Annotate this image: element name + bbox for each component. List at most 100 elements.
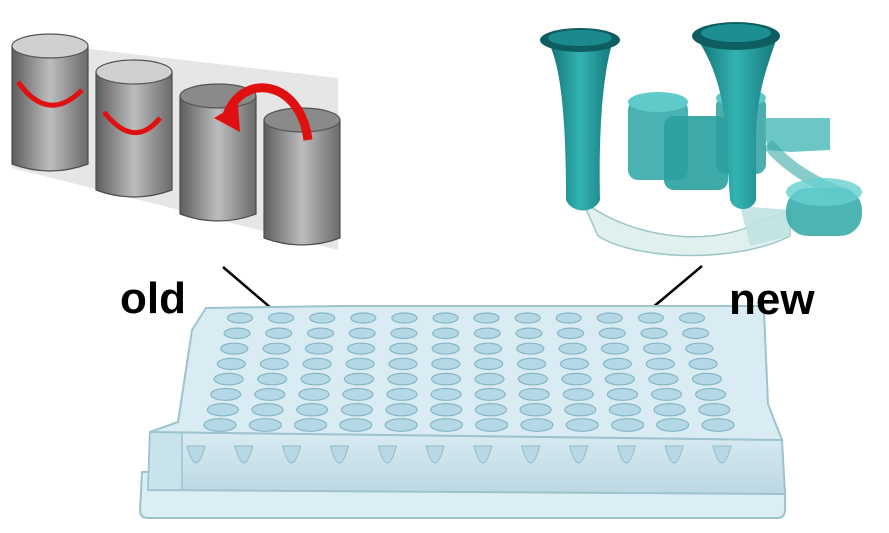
- red-curve-1: [15, 80, 84, 108]
- plate-well: [653, 403, 686, 417]
- plate-well: [226, 312, 254, 324]
- well-bottom: [329, 445, 350, 464]
- plate-well: [431, 357, 461, 371]
- red-return-arrow: [221, 83, 313, 141]
- plate-well: [474, 372, 505, 386]
- plate-well: [608, 403, 642, 417]
- plate-well: [430, 372, 462, 386]
- well-bottom: [425, 445, 445, 464]
- plate-well: [600, 342, 630, 355]
- well-bottom: [377, 445, 397, 464]
- plate-well: [517, 372, 549, 386]
- plate-well: [251, 403, 284, 417]
- plate-well: [223, 327, 251, 340]
- well-bottom: [281, 445, 302, 464]
- plate-well: [350, 312, 377, 324]
- well-bottom: [186, 445, 206, 464]
- plate-well: [254, 387, 286, 401]
- plate-well: [339, 418, 373, 432]
- plate-well: [598, 327, 626, 340]
- plate-well: [694, 387, 727, 401]
- old-well-strip-image: [11, 33, 341, 250]
- plate-well: [340, 403, 373, 417]
- plate-well: [257, 372, 288, 386]
- plate-well: [473, 327, 501, 340]
- plate-well: [640, 327, 668, 340]
- new-well-structure-image: [540, 22, 862, 257]
- well-bottom: [712, 445, 732, 464]
- plate-well: [645, 357, 675, 371]
- plate-well: [688, 357, 718, 371]
- plate-top-surface: [149, 305, 784, 442]
- old-well: [263, 119, 341, 246]
- plate-well: [298, 387, 330, 401]
- plate-well: [656, 418, 690, 432]
- plate-well: [637, 312, 665, 324]
- plate-well: [265, 327, 293, 340]
- plate-well: [682, 327, 710, 340]
- plate-well: [387, 372, 418, 386]
- plate-well: [602, 357, 633, 371]
- well-bottom: [664, 445, 684, 464]
- plate-well: [343, 372, 375, 386]
- plate-well: [678, 312, 706, 324]
- plate-well: [390, 327, 418, 340]
- plate-well: [685, 342, 714, 355]
- plate-well: [691, 372, 723, 386]
- plate-well: [206, 403, 239, 417]
- plate-well: [432, 327, 460, 340]
- plate-well: [389, 342, 418, 355]
- well-bottom: [616, 445, 637, 464]
- well-bottom: [568, 445, 589, 464]
- plate-well: [309, 312, 336, 324]
- plate-well: [520, 418, 554, 432]
- plate-well: [610, 418, 645, 432]
- plate-well: [558, 342, 587, 355]
- plate-well: [259, 357, 289, 371]
- plate-well: [606, 387, 639, 401]
- plate-well: [388, 357, 418, 371]
- plate-well: [213, 372, 244, 386]
- plate-well: [347, 342, 376, 355]
- plate-well: [248, 418, 282, 432]
- plate-well: [203, 418, 237, 432]
- plate-well: [515, 327, 543, 340]
- plate-well: [556, 327, 585, 340]
- plate-well: [555, 312, 582, 324]
- plate-well: [210, 387, 242, 401]
- plate-well: [516, 342, 545, 355]
- plate-well: [519, 403, 552, 417]
- plate-well: [650, 387, 683, 401]
- plate-well: [648, 372, 679, 386]
- plate-well: [565, 418, 599, 432]
- plate-well: [474, 357, 504, 371]
- plate-well: [391, 312, 418, 324]
- old-well-rim: [11, 33, 89, 59]
- plate-well: [268, 312, 295, 324]
- plate-well: [293, 418, 328, 432]
- plate-well: [300, 372, 331, 386]
- old-label: old: [120, 274, 186, 323]
- plate-well: [306, 327, 335, 340]
- plate-well: [385, 403, 418, 417]
- red-curve-2: [102, 110, 162, 136]
- plate-well: [475, 418, 509, 432]
- plate-well: [430, 387, 462, 401]
- plate-well: [345, 357, 375, 371]
- plate-well: [302, 357, 332, 371]
- plate-well: [562, 387, 594, 401]
- plate-well: [296, 403, 329, 417]
- well-bottom: [473, 445, 493, 464]
- well-bottom: [521, 445, 541, 464]
- well-bottom: [234, 445, 254, 464]
- plate-well: [429, 418, 463, 432]
- plate-well: [604, 372, 636, 386]
- plate-well: [430, 403, 463, 417]
- plate-well: [518, 387, 550, 401]
- plate-well: [642, 342, 672, 355]
- plate-well: [304, 342, 333, 355]
- plate-well: [514, 312, 541, 324]
- old-well: [11, 45, 89, 172]
- plate-well: [386, 387, 418, 401]
